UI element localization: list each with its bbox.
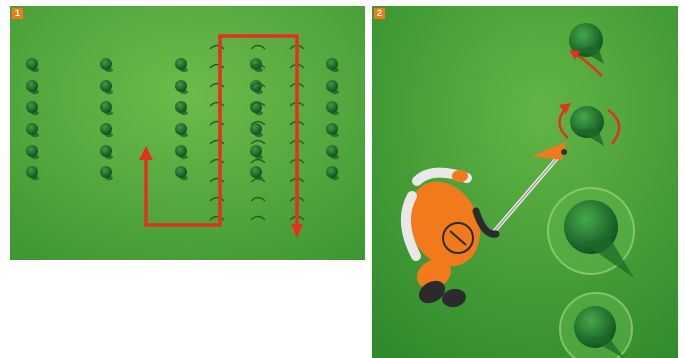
- panel-number-badge: 2: [374, 8, 385, 19]
- panel-2-trimming-around-bushes: 2: [372, 6, 678, 358]
- trimmer-head: [561, 149, 567, 155]
- panel-1-mowing-pattern: 1: [10, 6, 365, 260]
- panel-number-badge: 1: [12, 8, 23, 19]
- mowing-pattern-illustration: [10, 6, 365, 260]
- trimmer-operator-illustration: [372, 6, 678, 358]
- bush-bottom-circle: [560, 293, 632, 358]
- grass-field: [10, 6, 365, 260]
